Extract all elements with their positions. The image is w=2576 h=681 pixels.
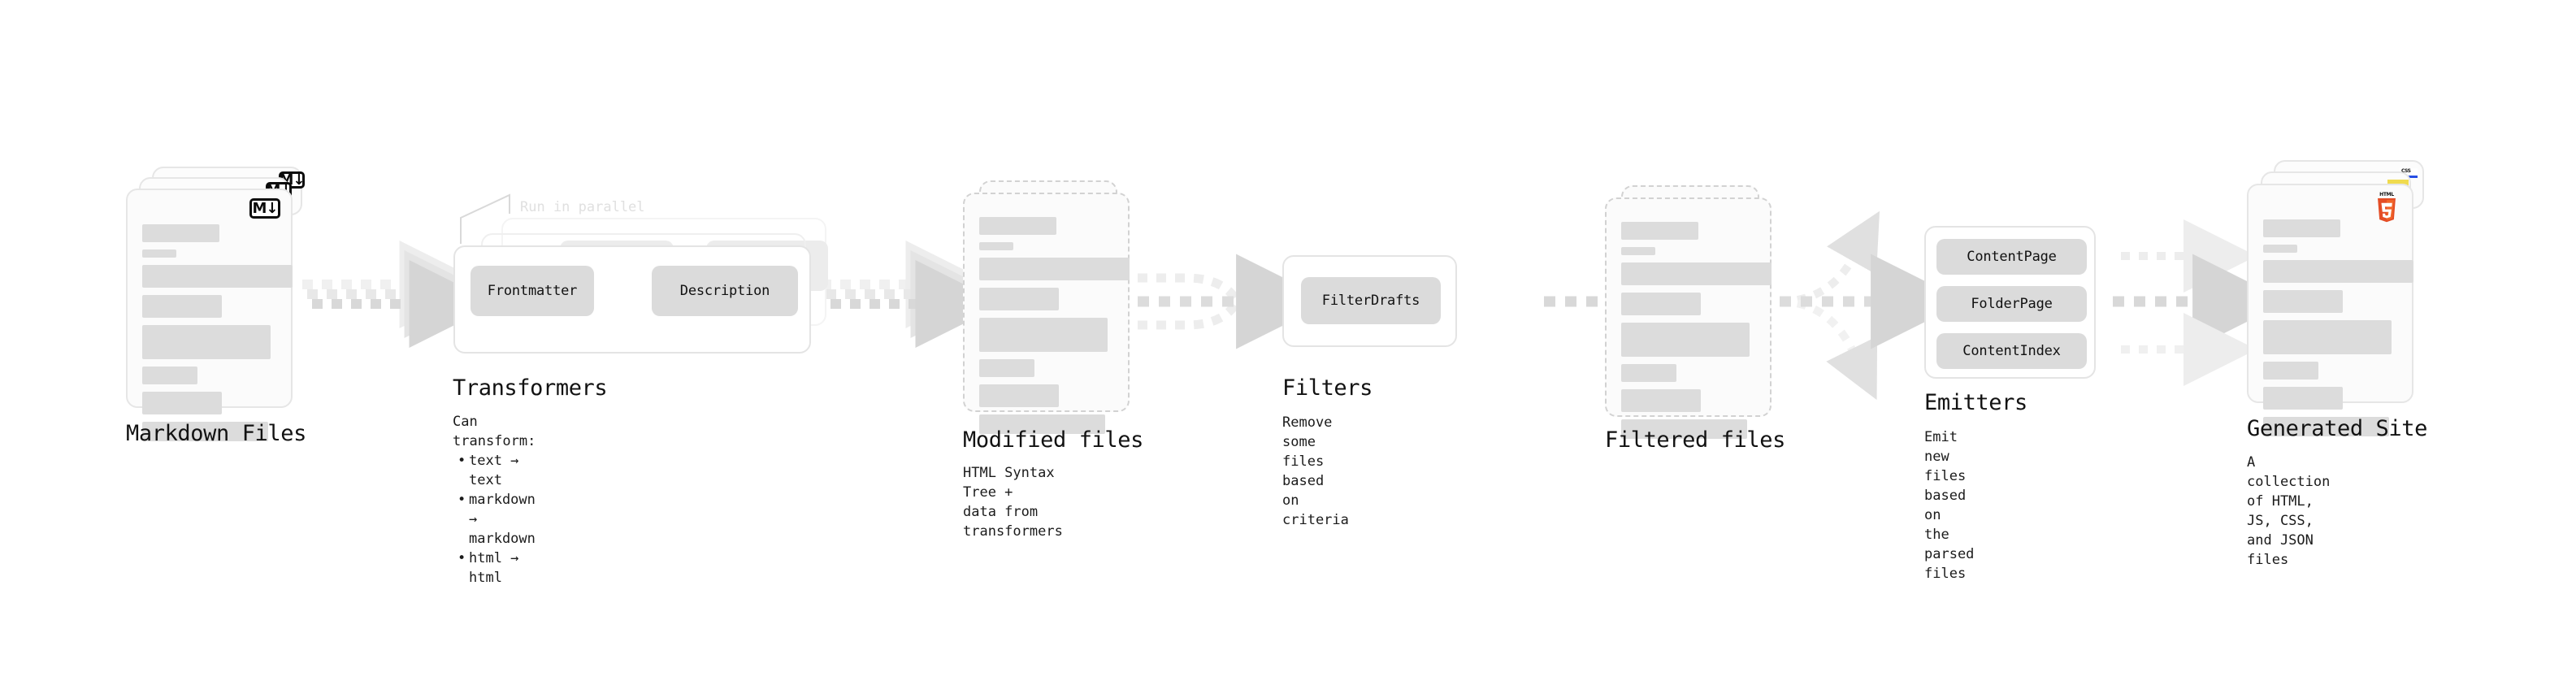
html5-icon: HTML bbox=[2374, 192, 2399, 223]
filters-box: FilterDrafts bbox=[1282, 255, 1457, 347]
markdown-card-front: M↓ bbox=[126, 189, 293, 441]
html5-wordmark: HTML bbox=[2379, 192, 2394, 197]
connector-modified-to-filters bbox=[1138, 254, 1332, 349]
markdown-badge-text: M↓ bbox=[252, 199, 279, 217]
doc-line bbox=[142, 249, 176, 258]
doc-line bbox=[142, 392, 222, 414]
transformers-desc-lead: Can transform: bbox=[453, 414, 536, 449]
doc-line bbox=[1621, 323, 1750, 357]
doc-line-group bbox=[2263, 219, 2413, 444]
doc-line-group bbox=[979, 217, 1130, 441]
doc-line bbox=[142, 325, 271, 359]
transformers-box-front: Frontmatter Description bbox=[453, 245, 811, 354]
doc-line bbox=[979, 414, 1105, 434]
doc-line bbox=[2263, 260, 2413, 283]
doc-line bbox=[2263, 245, 2297, 253]
doc-line bbox=[979, 242, 1013, 250]
connector-emitters-to-site bbox=[2113, 219, 2288, 386]
connector-transformers-to-modified bbox=[821, 241, 1004, 348]
transformers-bullet-0: text → text bbox=[469, 451, 536, 490]
doc-line bbox=[1621, 247, 1655, 255]
emitters-box: ContentPage FolderPage ContentIndex bbox=[1924, 226, 2096, 379]
doc-line bbox=[142, 295, 222, 318]
stage-title-transformers: Transformers bbox=[453, 375, 608, 401]
doc-line-group bbox=[142, 224, 293, 449]
stage-title-generated-site: Generated Site bbox=[2247, 416, 2427, 441]
transformers-bullet-2: html → html bbox=[469, 549, 536, 588]
doc-line bbox=[1621, 293, 1701, 315]
connector-md-to-transformers bbox=[302, 241, 497, 348]
chip-contentindex[interactable]: ContentIndex bbox=[1936, 333, 2087, 369]
transformers-bullet-1: markdown → markdown bbox=[469, 490, 536, 549]
modified-card-front bbox=[963, 193, 1130, 434]
stage-title-markdown-files: Markdown Files bbox=[126, 421, 306, 446]
doc-line bbox=[2263, 417, 2389, 436]
doc-line bbox=[1621, 222, 1698, 240]
doc-line bbox=[979, 258, 1130, 280]
chip-folderpage[interactable]: FolderPage bbox=[1936, 286, 2087, 322]
stage-title-emitters: Emitters bbox=[1924, 390, 2027, 415]
doc-line bbox=[979, 217, 1056, 235]
chip-description[interactable]: Description bbox=[652, 266, 798, 316]
doc-line bbox=[2263, 290, 2343, 313]
doc-line bbox=[1621, 364, 1676, 382]
stage-title-modified-files: Modified files bbox=[963, 427, 1143, 453]
connector-filtered-to-emitters bbox=[1779, 210, 1967, 401]
doc-line bbox=[979, 359, 1034, 377]
chip-filterdrafts[interactable]: FilterDrafts bbox=[1301, 277, 1441, 324]
chip-frontmatter[interactable]: Frontmatter bbox=[471, 266, 594, 316]
stage-desc-transformers: Can transform: text → text markdown → ma… bbox=[453, 412, 536, 588]
filtered-card-front bbox=[1605, 197, 1772, 439]
stage-title-filters: Filters bbox=[1282, 375, 1373, 401]
doc-line bbox=[979, 318, 1108, 352]
stage-desc-emitters: Emit new files based on the parsed files bbox=[1924, 429, 1975, 582]
doc-line bbox=[2263, 387, 2343, 410]
doc-line bbox=[142, 224, 219, 242]
doc-line bbox=[979, 384, 1059, 407]
doc-line bbox=[2263, 320, 2392, 354]
run-in-parallel-label: Run in parallel bbox=[520, 199, 645, 215]
stage-desc-generated-site: A collection of HTML, JS, CSS, and JSON … bbox=[2247, 454, 2331, 568]
doc-line bbox=[2263, 219, 2340, 237]
stage-title-filtered-files: Filtered files bbox=[1605, 427, 1785, 453]
markdown-icon: M↓ bbox=[249, 198, 280, 219]
doc-line bbox=[1621, 262, 1772, 285]
stage-desc-filters: Remove some files based on criteria bbox=[1282, 414, 1349, 528]
stage-desc-modified-files: HTML Syntax Tree + data from transformer… bbox=[963, 465, 1063, 540]
doc-line bbox=[979, 288, 1059, 310]
doc-line bbox=[142, 367, 197, 384]
chip-contentpage[interactable]: ContentPage bbox=[1936, 239, 2087, 275]
doc-line bbox=[142, 422, 268, 441]
doc-line bbox=[142, 265, 293, 288]
doc-line bbox=[2263, 362, 2318, 380]
doc-line bbox=[1621, 419, 1747, 439]
transformers-bullet-list: text → text markdown → markdown html → h… bbox=[453, 451, 536, 588]
doc-line bbox=[1621, 389, 1701, 412]
doc-line-group bbox=[1621, 222, 1772, 446]
site-card-front: HTML bbox=[2247, 184, 2413, 436]
